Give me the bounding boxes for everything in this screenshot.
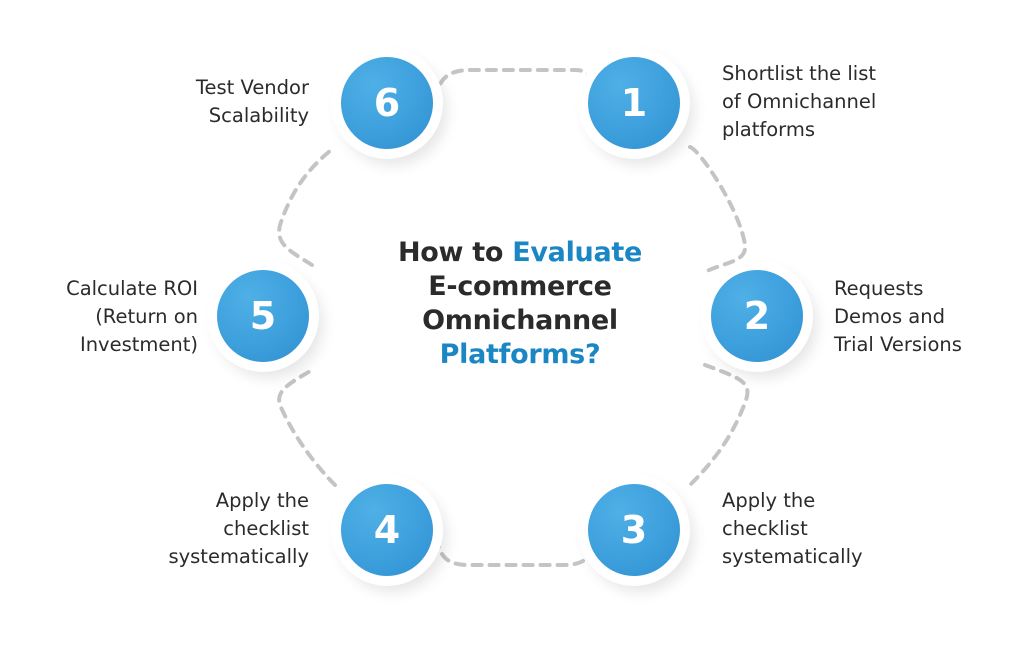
step-2-label: Requests Demos and Trial Versions	[834, 275, 962, 359]
step-5-number: 5	[249, 294, 277, 338]
dashed-loop	[277, 68, 750, 567]
step-1-number: 1	[620, 81, 648, 125]
title-accent-platforms: Platforms?	[439, 339, 601, 370]
title-prefix: How to	[397, 237, 513, 268]
title-line-1: How to Evaluate	[330, 236, 710, 270]
step-3-label-line: Apply the	[722, 489, 816, 512]
step-5-label: Calculate ROI (Return on Investment)	[66, 275, 198, 359]
step-2-label-line: Trial Versions	[834, 333, 962, 356]
step-4-label-line: Apply the	[215, 489, 309, 512]
step-4-label-line: checklist	[223, 517, 309, 540]
step-5-label-line: Investment)	[79, 333, 198, 356]
step-1-label: Shortlist the list of Omnichannel platfo…	[722, 60, 876, 144]
step-2-circle: 2	[711, 270, 803, 362]
step-3-circle: 3	[588, 484, 680, 576]
step-4-number: 4	[373, 508, 401, 552]
step-6-label-line: Scalability	[208, 104, 309, 127]
step-2-number: 2	[743, 294, 771, 338]
title-line-3: Omnichannel	[422, 305, 618, 336]
step-3-label-line: checklist	[722, 517, 808, 540]
step-4-label: Apply the checklist systematically	[168, 487, 309, 571]
step-6-circle: 6	[341, 57, 433, 149]
step-1-label-line: of Omnichannel	[722, 90, 877, 113]
step-6-label: Test Vendor Scalability	[196, 74, 309, 130]
step-3-number: 3	[620, 508, 648, 552]
step-3-label: Apply the checklist systematically	[722, 487, 863, 571]
step-1-label-line: platforms	[722, 118, 816, 141]
title-accent-evaluate: Evaluate	[512, 237, 643, 268]
step-4-label-line: systematically	[168, 545, 309, 568]
step-6-label-line: Test Vendor	[195, 76, 309, 99]
diagram-title: How to Evaluate E-commerce Omnichannel P…	[330, 236, 710, 372]
step-4-circle: 4	[341, 484, 433, 576]
title-line-2: E-commerce	[428, 271, 612, 302]
step-2-label-line: Demos and	[834, 305, 945, 328]
step-1-circle: 1	[588, 57, 680, 149]
step-5-circle: 5	[217, 270, 309, 362]
step-2-label-line: Requests	[834, 277, 924, 300]
step-5-label-line: (Return on	[95, 305, 198, 328]
step-6-number: 6	[373, 81, 401, 125]
step-3-label-line: systematically	[722, 545, 863, 568]
step-1-label-line: Shortlist the list	[722, 62, 877, 85]
step-5-label-line: Calculate ROI	[66, 277, 198, 300]
